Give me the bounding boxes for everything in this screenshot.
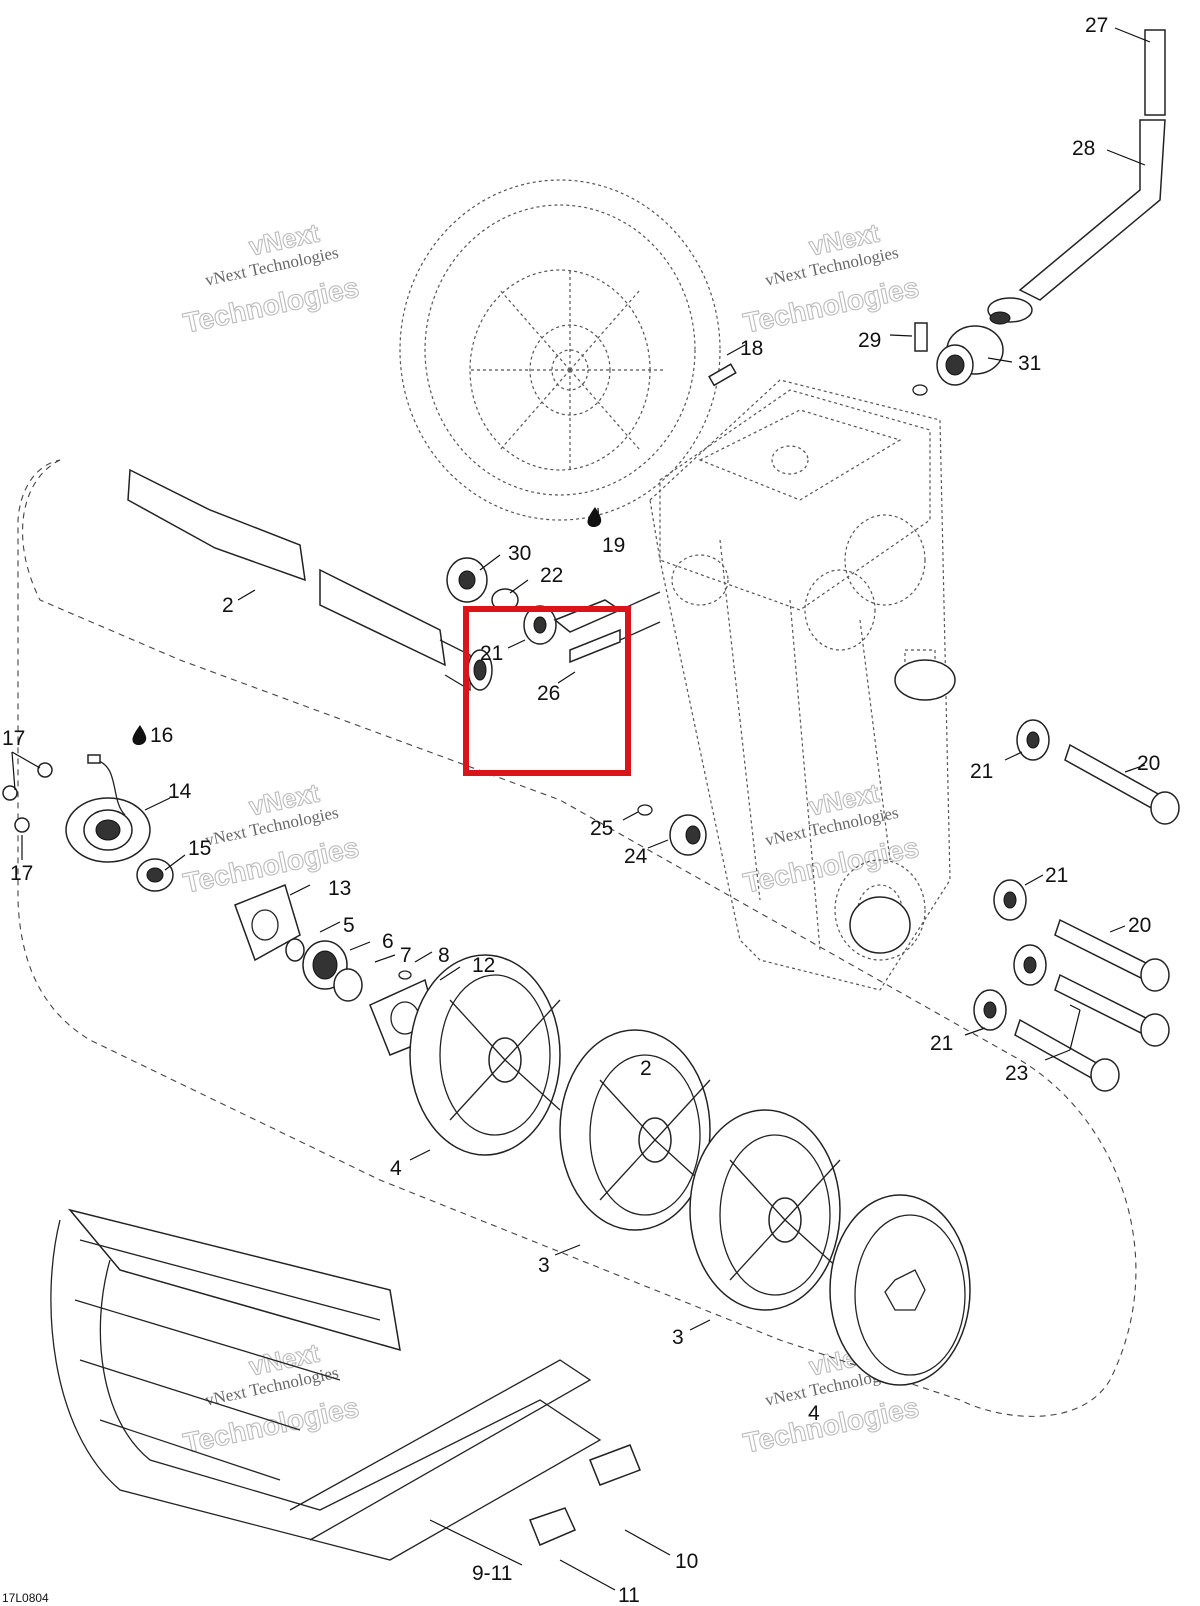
- callout-14: 14: [168, 780, 192, 803]
- callout-6: 6: [382, 930, 394, 953]
- washer-21-right-mid: [993, 879, 1027, 921]
- callout-21-right-mid: 21: [1045, 864, 1068, 887]
- watermark-bottom-left: vNext vNext Technologies Technologies: [180, 1337, 362, 1460]
- callout-4-left: 4: [390, 1157, 402, 1180]
- callout-28: 28: [1072, 137, 1095, 160]
- shift-lever: [987, 29, 1166, 325]
- callout-29: 29: [858, 329, 881, 352]
- chaincase-housing: [649, 379, 951, 991]
- ghost-wheel: [399, 179, 721, 521]
- callout-21-right-top: 21: [970, 760, 993, 783]
- plug-15: [136, 858, 174, 892]
- washer-21-right-low: [1013, 944, 1047, 986]
- highlight-box: [463, 606, 631, 776]
- callout-15: 15: [188, 837, 211, 860]
- watermark-mid-right: vNext vNext Technologies Technologies: [740, 777, 922, 900]
- sprocket-3-middle: [559, 1029, 711, 1231]
- callout-18: 18: [740, 337, 763, 360]
- bolt-23: [1014, 1018, 1120, 1092]
- callout-10: 10: [675, 1550, 698, 1573]
- callout-20-top: 20: [1137, 752, 1160, 775]
- drive-axle: [127, 468, 493, 692]
- callout-4-right: 4: [808, 1402, 820, 1425]
- callout-17-top: 17: [2, 727, 25, 750]
- callout-27: 27: [1085, 14, 1108, 37]
- track-belt: [50, 1208, 602, 1561]
- callout-26: 26: [537, 682, 560, 705]
- callout-23: 23: [1005, 1062, 1028, 1085]
- seal-5: [285, 938, 305, 962]
- plate-13: [234, 883, 301, 962]
- callout-3-right: 3: [672, 1326, 684, 1349]
- callout-20-mid: 20: [1128, 914, 1151, 937]
- shim-26: [553, 591, 661, 664]
- collar-31: [936, 325, 1004, 386]
- callout-31: 31: [1018, 352, 1041, 375]
- callout-25: 25: [590, 817, 613, 840]
- watermark-top-right: vNext vNext Technologies Technologies: [740, 217, 922, 340]
- sprocket-30: [446, 557, 488, 603]
- washer-21-right-top: [1016, 719, 1050, 761]
- sprocket-4-right: [829, 1194, 971, 1386]
- callout-2-mid: 2: [640, 1057, 652, 1080]
- callout-9-11: 9-11: [472, 1562, 512, 1585]
- callout-22: 22: [540, 564, 563, 587]
- callout-16: 16: [150, 724, 173, 747]
- nut-17: [14, 817, 30, 833]
- callout-8: 8: [438, 944, 450, 967]
- callout-5: 5: [343, 914, 355, 937]
- callout-21-right-bottom: 21: [930, 1032, 953, 1055]
- lubricant-drop-icon: [132, 725, 147, 745]
- nut-17: [2, 785, 18, 801]
- callout-7: 7: [400, 944, 412, 967]
- callout-17-bottom: 17: [10, 862, 33, 885]
- callout-13: 13: [328, 877, 351, 900]
- callout-labels: 27 28 29 31 18 19 30 22 2 21 26 16 17 14…: [2, 14, 1160, 1606]
- callout-19: 19: [602, 534, 625, 557]
- sprocket-4-left: [409, 954, 561, 1156]
- axle-sprocket: [467, 649, 493, 691]
- nut-17: [37, 762, 53, 778]
- washer-21-highlighted: [523, 605, 557, 645]
- ring-7: [333, 968, 363, 1002]
- sprocket-3-right: [689, 1109, 841, 1311]
- callout-24: 24: [624, 845, 648, 868]
- pin-29: [914, 322, 928, 352]
- key-18: [708, 363, 737, 387]
- diagram-code: 17L0804: [2, 1591, 49, 1605]
- spacer-24: [669, 814, 707, 856]
- bearing-housing-14: [65, 797, 151, 863]
- leader-lines: [11, 27, 1151, 1591]
- bolt-20-mid: [1054, 918, 1170, 992]
- callout-2: 2: [222, 594, 234, 617]
- clip-10: [589, 1444, 641, 1486]
- bolt-20-low: [1054, 973, 1170, 1047]
- callout-3-mid: 3: [538, 1254, 550, 1277]
- washer-21-right-bottom: [973, 989, 1007, 1031]
- clip-11: [529, 1507, 576, 1546]
- callout-21-highlight: 21: [480, 642, 503, 665]
- watermark-top-left: vNext vNext Technologies Technologies: [180, 217, 362, 340]
- callout-11: 11: [618, 1584, 640, 1606]
- bolt-20-top: [1064, 743, 1180, 825]
- callout-30: 30: [508, 542, 531, 565]
- callout-12: 12: [472, 954, 495, 977]
